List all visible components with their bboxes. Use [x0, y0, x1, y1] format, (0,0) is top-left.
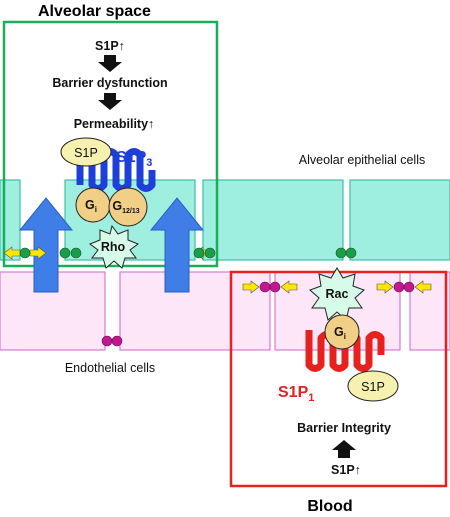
gi-prefix: G — [334, 325, 344, 339]
s1p3-label-prefix: S1P — [116, 149, 147, 166]
junction-green-dot — [70, 247, 82, 259]
up-arrow-right — [149, 197, 205, 293]
down-arrow-1 — [98, 55, 122, 72]
up-arrow-blood — [332, 440, 356, 458]
epithelial-cell — [349, 179, 450, 261]
gi-protein-alveolar-label: Gi — [85, 198, 97, 214]
alveolar-epithelial-layer — [0, 179, 450, 261]
s1p-ligand-alveolar — [60, 137, 112, 167]
rac-label: Rac — [326, 287, 349, 301]
junction-magenta-dot — [259, 281, 271, 293]
junction-magenta-dot — [393, 281, 405, 293]
s1p3-label-sub: 3 — [146, 157, 152, 169]
g1213-sub: 12/13 — [122, 208, 140, 215]
junction-green-dot — [19, 247, 31, 259]
barrier-dysfunction-label: Barrier dysfunction — [52, 76, 167, 90]
blood-title: Blood — [307, 498, 352, 515]
junction-magenta-dot — [101, 335, 113, 347]
down-arrow-2 — [98, 93, 122, 110]
blood-s1p-up: S1P↑ — [331, 463, 361, 477]
rho-label: Rho — [101, 240, 126, 254]
gi-prefix: G — [85, 198, 95, 212]
yellow-arrow — [280, 280, 298, 294]
g1213-protein — [108, 187, 148, 227]
barrier-integrity-label: Barrier Integrity — [297, 421, 391, 435]
gi-protein-blood — [324, 314, 360, 350]
junction-green-dot — [193, 247, 205, 259]
s1p-ligand-blood-label: S1P — [361, 380, 385, 394]
permeability-label: Permeability↑ — [74, 117, 155, 131]
gi-protein-blood-label: Gi — [334, 325, 346, 341]
junction-green-dot — [345, 247, 357, 259]
s1p1-label-sub: 1 — [308, 392, 314, 404]
junction-green-dot — [204, 247, 216, 259]
yellow-arrow — [414, 280, 432, 294]
alveolar-epithelial-cells-label: Alveolar epithelial cells — [299, 153, 425, 167]
s1p1-receptor-label: S1P1 — [278, 384, 314, 404]
alveolar-space-box — [2, 20, 219, 268]
s1p1-receptor — [305, 330, 385, 372]
s1p1-label-prefix: S1P — [278, 384, 309, 401]
gi-sub: i — [95, 205, 97, 214]
rho-starburst — [88, 224, 140, 269]
s1p-ligand-blood — [347, 370, 399, 402]
rac-starburst — [309, 267, 365, 321]
junction-green-dot — [59, 247, 71, 259]
endothelial-cells-label: Endothelial cells — [65, 361, 155, 375]
alveolar-space-title: Alveolar space — [38, 3, 151, 20]
g1213-protein-label: G12/13 — [112, 199, 139, 215]
s1p-ligand-alveolar-label: S1P — [74, 146, 98, 160]
g1213-prefix: G — [112, 199, 122, 213]
alveolar-s1p-up: S1P↑ — [95, 39, 125, 53]
yellow-arrow — [376, 280, 394, 294]
junction-magenta-dot — [269, 281, 281, 293]
up-arrow-left — [18, 197, 74, 293]
junction-magenta-dot — [111, 335, 123, 347]
yellow-arrow — [242, 280, 260, 294]
junction-magenta-dot — [403, 281, 415, 293]
epithelial-cell — [202, 179, 344, 261]
junction-green-dot — [335, 247, 347, 259]
s1p3-receptor-label: S1P3 — [116, 149, 152, 169]
gi-sub: i — [344, 332, 346, 341]
